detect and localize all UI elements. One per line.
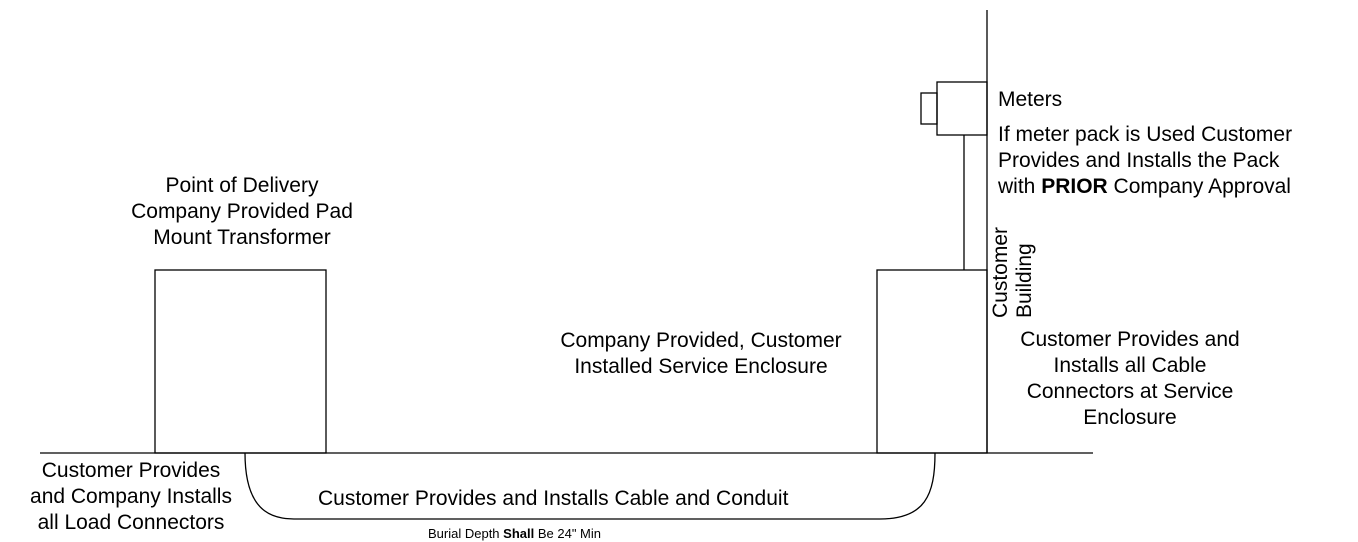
load-connectors-label: Customer Provides and Company Installs a… — [0, 458, 262, 536]
cable-conduit-label: Customer Provides and Installs Cable and… — [318, 487, 789, 510]
burial-depth-post: Be 24" Min — [534, 526, 601, 541]
meter-pack-line-3-post: Company Approval — [1107, 175, 1291, 198]
service-enclosure-line-2: Installed Service Enclosure — [574, 355, 828, 378]
customer-building-line-2: Building — [1013, 243, 1036, 318]
burial-depth-shall: Shall — [503, 526, 535, 541]
cable-connectors-line-4: Enclosure — [1083, 406, 1177, 429]
service-enclosure-label: Company Provided, Customer Installed Ser… — [528, 328, 874, 380]
burial-depth-label: Burial Depth Shall Be 24" Min — [428, 526, 601, 542]
point-of-delivery-line-1: Point of Delivery — [165, 174, 319, 197]
load-connectors-line-3: all Load Connectors — [37, 511, 225, 534]
meter-pack-line-2: Provides and Installs the Pack — [998, 149, 1280, 172]
service-enclosure — [876, 269, 988, 454]
cable-connectors-label: Customer Provides and Installs all Cable… — [985, 327, 1275, 431]
meter-box — [936, 81, 988, 136]
load-connectors-line-1: Customer Provides — [41, 459, 221, 482]
cable-conduit-trench — [244, 452, 936, 520]
customer-building-label: Customer Building — [989, 227, 1037, 318]
meter-pack-line-1: If meter pack is Used Customer — [998, 123, 1293, 146]
cable-connectors-line-2: Installs all Cable — [1053, 354, 1207, 377]
customer-building-line-1: Customer — [989, 226, 1012, 318]
cable-connectors-line-1: Customer Provides and — [1020, 328, 1240, 351]
meter-knob — [920, 92, 938, 125]
meter-pack-prior: PRIOR — [1041, 175, 1108, 198]
service-enclosure-line-1: Company Provided, Customer — [560, 329, 842, 352]
point-of-delivery-label: Point of Delivery Company Provided Pad M… — [127, 173, 357, 251]
cable-connectors-line-3: Connectors at Service — [1026, 380, 1234, 403]
meter-pack-line-3-pre: with — [998, 175, 1042, 198]
load-connectors-line-2: and Company Installs — [30, 485, 232, 508]
point-of-delivery-line-3: Mount Transformer — [153, 226, 331, 249]
meters-label: Meters — [998, 88, 1063, 111]
burial-depth-pre: Burial Depth — [428, 526, 504, 541]
point-of-delivery-line-2: Company Provided Pad — [131, 200, 353, 223]
pad-mount-transformer — [154, 269, 327, 454]
meter-pack-note: If meter pack is Used Customer Provides … — [998, 122, 1292, 200]
meter-pack-line-3: with PRIOR Company Approval — [998, 174, 1292, 200]
